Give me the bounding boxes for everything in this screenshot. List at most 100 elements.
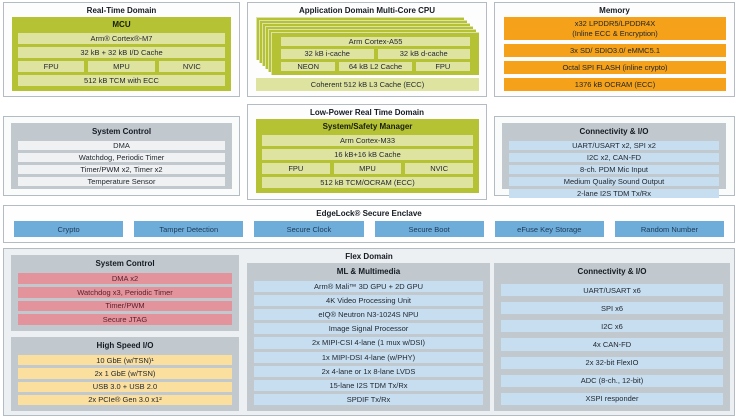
connectivity-row-sound: Medium Quality Sound Output: [509, 177, 719, 186]
ml-row-i2s: 15-lane I2S TDM Tx/Rx: [254, 379, 483, 391]
hsio-row-1gbe: 2x 1 GbE (w/TSN): [18, 368, 232, 379]
m33-cache-row: 16 kB+16 kB Cache: [262, 149, 473, 160]
ml-row-isp: Image Signal Processor: [254, 323, 483, 335]
ml-row-spdif: SPDIF Tx/Rx: [254, 393, 483, 405]
fconn-row-xspi: XSPI responder: [501, 392, 723, 405]
connectivity-row-pdm: 8-ch. PDM Mic Input: [509, 165, 719, 174]
ml-row-gpu: Arm® Mali™ 3D GPU + 2D GPU: [254, 281, 483, 293]
a55-neon: NEON: [281, 61, 336, 71]
system-control-row-temp-sensor: Temperature Sensor: [18, 177, 225, 186]
flex-sc-row-secure-jtag: Secure JTAG: [18, 314, 232, 325]
connectivity-row-i2c: I2C x2, CAN-FD: [509, 153, 719, 162]
memory-row-sdio: 3x SD/ SDIO3.0/ eMMC5.1: [504, 44, 726, 58]
ml-row-lvds: 2x 4-lane or 1x 8-lane LVDS: [254, 365, 483, 377]
system-control-box: System Control DMA Watchdog, Periodic Ti…: [11, 123, 232, 189]
m33-nvic: NVIC: [405, 163, 474, 174]
memory-row-lpddr: x32 LPDDR5/LPDDR4X (Inline ECC & Encrypt…: [504, 17, 726, 41]
flex-sc-row-watchdog: Watchdog x3, Periodic Timer: [18, 286, 232, 298]
m33-core-row: Arm Cortex-M33: [262, 135, 473, 146]
m33-chip-row: FPU MPU NVIC: [262, 163, 474, 174]
edgelock-crypto: Crypto: [14, 221, 124, 237]
cpu-core-stack: Arm Cortex-A55 32 kB i-cache 32 kB d-cac…: [256, 17, 479, 75]
connectivity-io-title: Connectivity & I/O: [579, 127, 649, 136]
low-power-domain-section: Low-Power Real Time Domain System/Safety…: [247, 104, 487, 200]
hsio-row-pcie: 2x PCIe® Gen 3.0 x1²: [18, 394, 232, 405]
fconn-row-spi: SPI x6: [501, 302, 723, 315]
flex-sc-row-timer-pwm: Timer/PWM: [18, 300, 232, 312]
flex-domain-title: Flex Domain: [345, 252, 393, 261]
fconn-row-uart: UART/USART x6: [501, 284, 723, 297]
a55-icache: 32 kB i-cache: [281, 49, 374, 59]
system-control-row-watchdog: Watchdog, Periodic Timer: [18, 153, 225, 162]
m33-mpu: MPU: [333, 163, 402, 174]
application-domain-title: Application Domain Multi-Core CPU: [299, 6, 435, 15]
m33-fpu: FPU: [262, 163, 330, 174]
edgelock-section: EdgeLock® Secure Enclave Crypto Tamper D…: [3, 205, 735, 243]
a55-cache-row: 32 kB i-cache 32 kB d-cache: [281, 49, 470, 59]
fconn-row-i2c: I2C x6: [501, 320, 723, 333]
mcu-tcm-row: 512 kB TCM with ECC: [18, 75, 225, 86]
edgelock-secure-clock: Secure Clock: [254, 221, 364, 237]
flex-domain-section: Flex Domain System Control DMA x2 Watchd…: [3, 248, 735, 416]
fconn-row-adc: ADC (8-ch., 12-bit): [501, 374, 723, 387]
mcu-title: MCU: [112, 20, 131, 29]
fconn-row-canfd: 4x CAN-FD: [501, 338, 723, 351]
mcu-block: MCU Arm® Cortex®-M7 32 kB + 32 kB I/D Ca…: [12, 17, 231, 91]
system-control-row-dma: DMA: [18, 141, 225, 150]
low-power-domain-title: Low-Power Real Time Domain: [309, 108, 425, 117]
flex-system-control-title: System Control: [95, 259, 155, 268]
ml-multimedia-box: ML & Multimedia Arm® Mali™ 3D GPU + 2D G…: [247, 263, 490, 411]
connectivity-row-uart: UART/USART x2, SPI x2: [509, 141, 719, 150]
mcu-nvic: NVIC: [158, 61, 225, 72]
hsio-row-usb: USB 3.0 + USB 2.0: [18, 381, 232, 392]
connectivity-io-box: Connectivity & I/O UART/USART x2, SPI x2…: [502, 123, 726, 198]
ml-row-npu: eIQ® Neutron N3-1024S NPU: [254, 309, 483, 321]
edgelock-title: EdgeLock® Secure Enclave: [316, 209, 422, 218]
hsio-row-10gbe: 10 GbE (w/TSN)¹: [18, 355, 232, 366]
mcu-fpu: FPU: [18, 61, 85, 72]
flex-connectivity-io-title: Connectivity & I/O: [577, 267, 647, 276]
a55-dcache: 32 kB d-cache: [377, 49, 470, 59]
memory-rows: x32 LPDDR5/LPDDR4X (Inline ECC & Encrypt…: [504, 17, 726, 92]
safety-manager-block: System/Safety Manager Arm Cortex-M33 16 …: [256, 119, 479, 193]
mcu-cache-row: 32 kB + 32 kB I/D Cache: [18, 47, 225, 58]
memory-row-ocram: 1376 kB OCRAM (ECC): [504, 78, 726, 92]
safety-manager-title: System/Safety Manager: [322, 122, 413, 131]
a55-fpu: FPU: [415, 61, 470, 71]
edgelock-tamper-detection: Tamper Detection: [134, 221, 244, 237]
mcu-mpu: MPU: [88, 61, 155, 72]
a55-l2-cache: 64 kB L2 Cache: [339, 61, 412, 71]
memory-section: Memory x32 LPDDR5/LPDDR4X (Inline ECC & …: [494, 2, 735, 97]
connectivity-row-i2s: 2-lane I2S TDM Tx/Rx: [509, 189, 719, 198]
ml-row-mipi-csi: 2x MIPI-CSI 4-lane (1 mux w/DSI): [254, 337, 483, 349]
memory-title: Memory: [599, 6, 630, 15]
edgelock-efuse-key-storage: eFuse Key Storage: [494, 221, 604, 237]
high-speed-io-title: High Speed I/O: [96, 341, 154, 350]
ml-row-mipi-dsi: 1x MIPI-DSI 4-lane (w/PHY): [254, 351, 483, 363]
l3-cache-bar: Coherent 512 kB L3 Cache (ECC): [256, 78, 479, 91]
ml-row-vpu: 4K Video Processing Unit: [254, 295, 483, 307]
edgelock-random-number: Random Number: [614, 221, 725, 237]
system-control-section: System Control DMA Watchdog, Periodic Ti…: [3, 116, 240, 196]
system-control-title: System Control: [91, 127, 152, 136]
system-control-row-timer: Timer/PWM x2, Timer x2: [18, 165, 225, 174]
mcu-core-row: Arm® Cortex®-M7: [18, 33, 225, 44]
memory-row-spi-flash: Octal SPI FLASH (inline crypto): [504, 61, 726, 75]
edgelock-blocks: Crypto Tamper Detection Secure Clock Sec…: [14, 221, 725, 237]
m33-tcm-row: 512 kB TCM/OCRAM (ECC): [262, 177, 473, 188]
cortex-a55-card: Arm Cortex-A55 32 kB i-cache 32 kB d-cac…: [271, 32, 479, 75]
flex-connectivity-io-box: Connectivity & I/O UART/USART x6 SPI x6 …: [494, 263, 730, 411]
ml-multimedia-title: ML & Multimedia: [336, 267, 401, 276]
high-speed-io-box: High Speed I/O 10 GbE (w/TSN)¹ 2x 1 GbE …: [11, 337, 239, 411]
connectivity-io-section: Connectivity & I/O UART/USART x2, SPI x2…: [494, 116, 735, 198]
edgelock-secure-boot: Secure Boot: [374, 221, 484, 237]
real-time-domain-title: Real-Time Domain: [86, 6, 157, 15]
flex-system-control-box: System Control DMA x2 Watchdog x3, Perio…: [11, 255, 239, 331]
fconn-row-flexio: 2x 32-bit FlexIO: [501, 356, 723, 369]
flex-sc-row-dma: DMA x2: [18, 273, 232, 284]
application-domain-section: Application Domain Multi-Core CPU Arm Co…: [247, 2, 487, 97]
mcu-chip-row: FPU MPU NVIC: [18, 61, 225, 72]
a55-unit-row: NEON 64 kB L2 Cache FPU: [281, 61, 470, 71]
real-time-domain-section: Real-Time Domain MCU Arm® Cortex®-M7 32 …: [3, 2, 240, 97]
